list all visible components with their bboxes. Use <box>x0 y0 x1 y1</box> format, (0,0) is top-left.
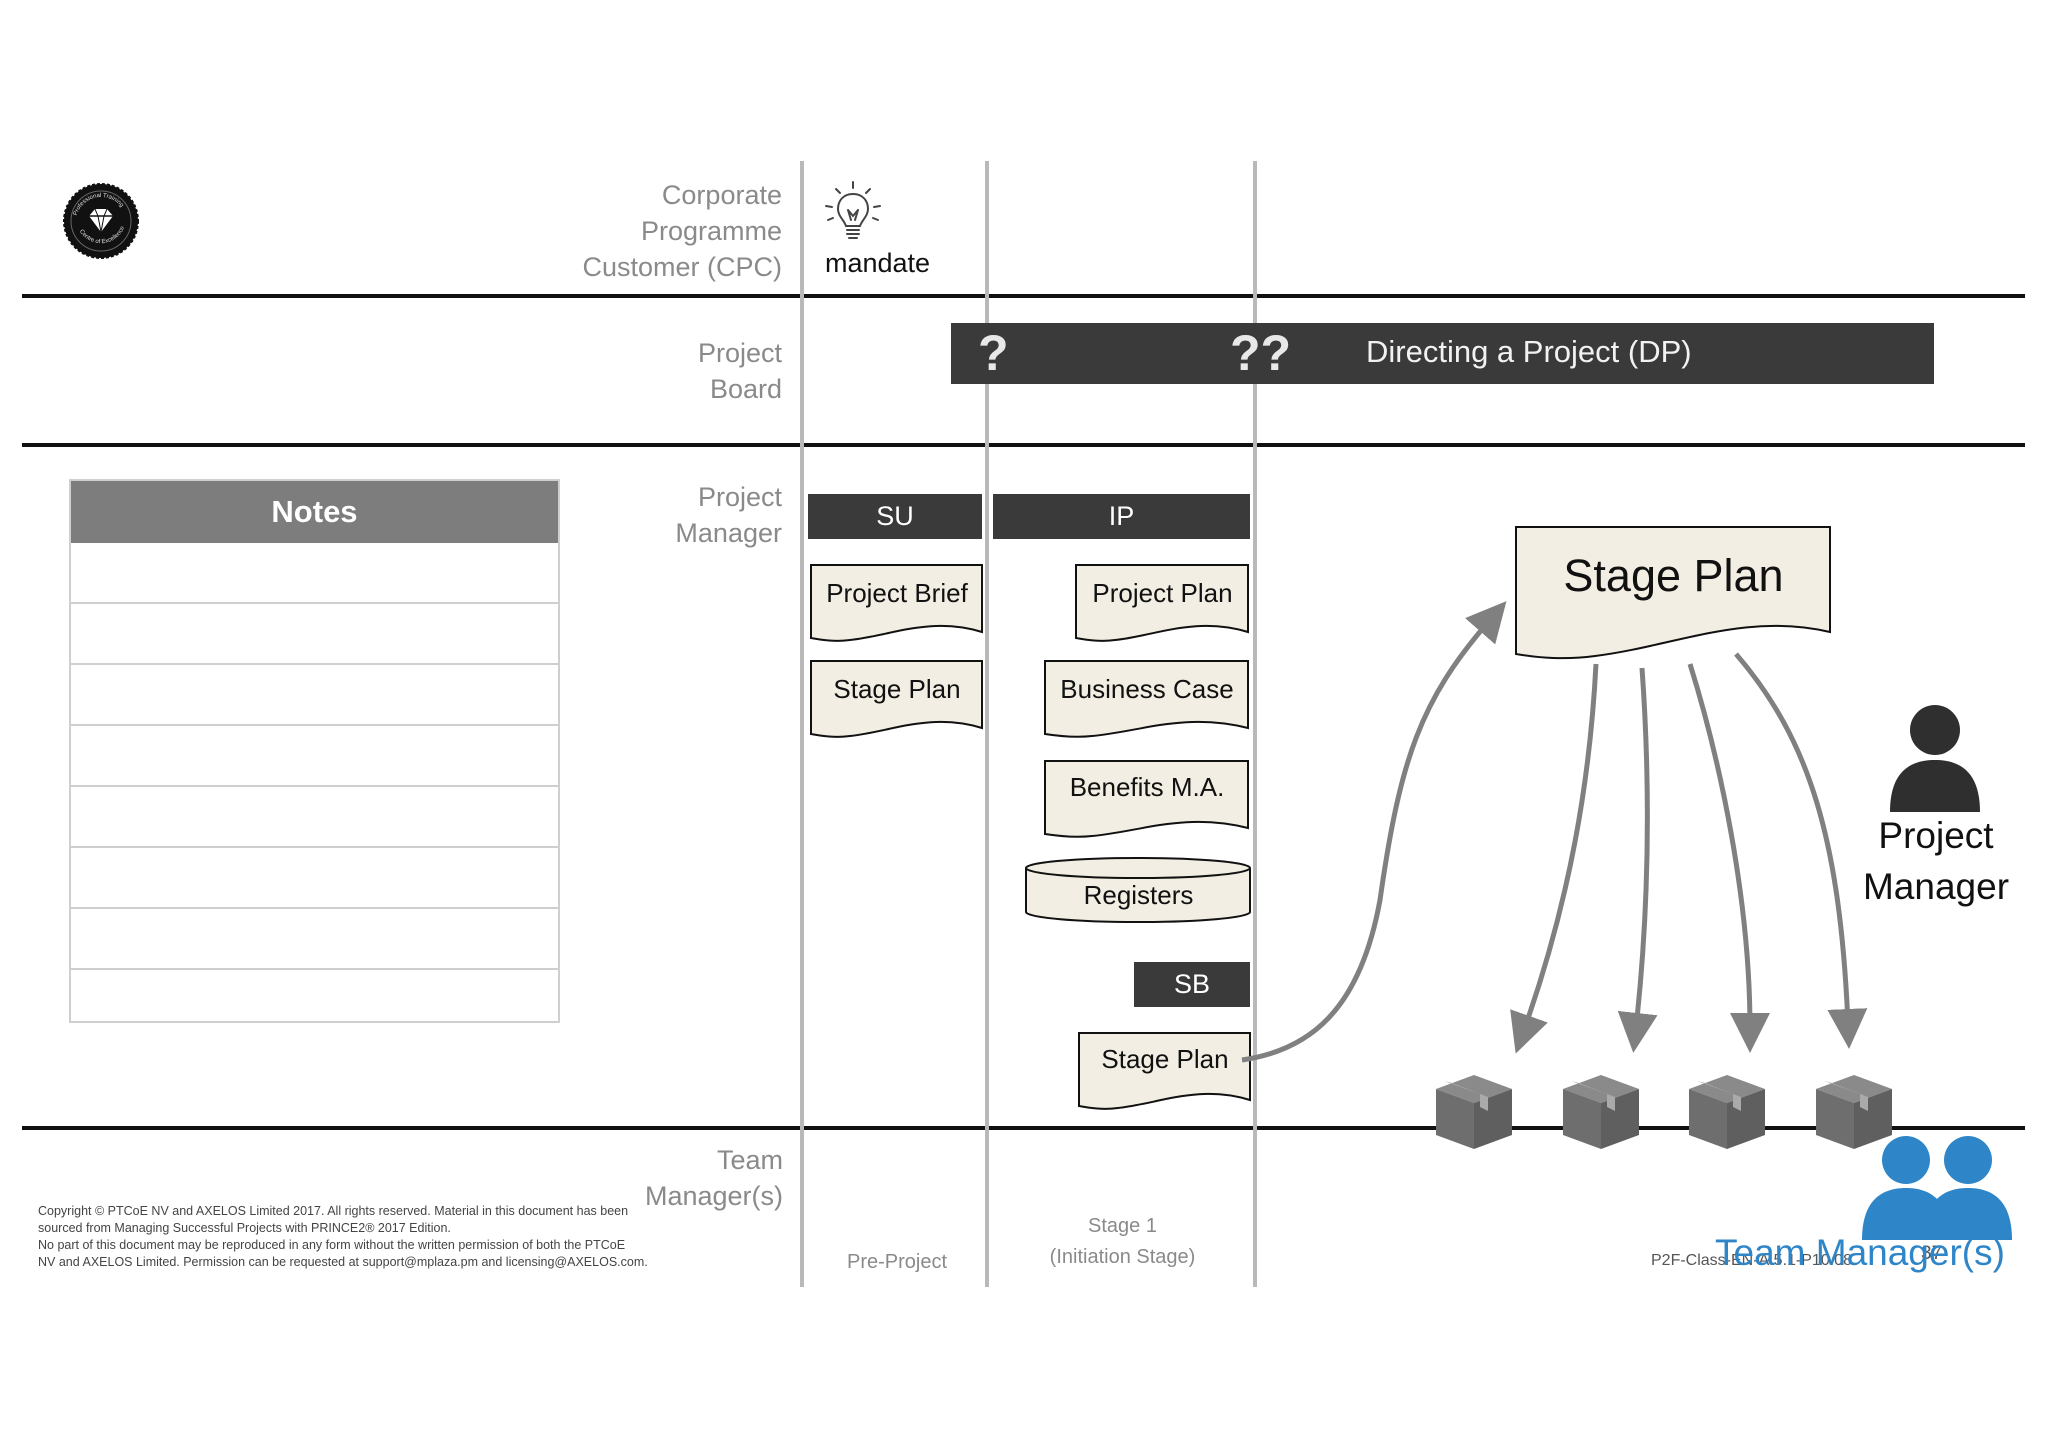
lightbulb-icon <box>822 180 884 246</box>
doc-stage-plan-sb: Stage Plan <box>1078 1032 1252 1110</box>
doc-benefits-ma: Benefits M.A. <box>1044 760 1250 838</box>
notes-row[interactable] <box>71 726 558 787</box>
doc-business-case: Business Case <box>1044 660 1250 738</box>
notes-header: Notes <box>71 481 558 543</box>
notes-row[interactable] <box>71 543 558 604</box>
work-package-icon <box>1430 1063 1518 1151</box>
notes-row[interactable] <box>71 665 558 726</box>
mandate-label: mandate <box>825 248 931 278</box>
notes-panel: Notes <box>69 479 560 1023</box>
notes-row[interactable] <box>71 909 558 970</box>
page-number: 37 <box>1921 1243 1943 1264</box>
arrow-to-package-1 <box>1510 663 1599 1054</box>
arrow-to-package-2 <box>1617 667 1658 1053</box>
notes-row[interactable] <box>71 787 558 848</box>
team-managers-role-label: Team Manager(s) <box>1715 1232 2005 1273</box>
work-package-icon <box>1683 1063 1771 1151</box>
big-stage-plan-doc: Stage Plan <box>1515 526 1832 660</box>
column-line-stage1-end <box>1253 161 1257 1287</box>
registers-database: Registers <box>1024 856 1253 926</box>
doc-project-plan: Project Plan <box>1075 564 1250 642</box>
work-package-icon <box>1810 1063 1898 1151</box>
team-managers-people-icon <box>1862 1132 2014 1240</box>
project-manager-person-icon <box>1888 704 1982 812</box>
copyright-notice: Copyright © PTCoE NV and AXELOS Limited … <box>38 1204 648 1269</box>
ip-process-bar: IP <box>993 494 1250 539</box>
sb-process-bar: SB <box>1134 962 1250 1007</box>
arrow-to-big-stage-plan <box>1241 601 1507 1063</box>
arrow-to-package-3 <box>1687 663 1770 1053</box>
column-line-stage1-start <box>985 161 989 1287</box>
dp-question-mark-1: ? <box>978 325 1009 381</box>
lane-divider-board <box>22 443 2025 447</box>
ptcoe-logo: Professional Training Centre of Excellen… <box>62 182 140 260</box>
dp-label: Directing a Project (DP) <box>1366 334 1692 369</box>
arrow-to-package-4 <box>1734 652 1868 1049</box>
dp-question-mark-2: ?? <box>1230 325 1292 381</box>
notes-row[interactable] <box>71 848 558 909</box>
course-code: P2F-Class-EN-A.5.1-P10.08 <box>1651 1252 1852 1269</box>
doc-project-brief: Project Brief <box>810 564 984 642</box>
notes-row[interactable] <box>71 604 558 665</box>
su-process-bar: SU <box>808 494 982 539</box>
work-package-icon <box>1557 1063 1645 1151</box>
lane-divider-cpc <box>22 294 2025 298</box>
column-label-stage1: Stage 1(Initiation Stage) <box>1049 1215 1196 1268</box>
lane-divider-pm <box>22 1126 2025 1130</box>
column-label-pre-project: Pre-Project <box>846 1251 948 1273</box>
column-line-pre-project <box>800 161 804 1287</box>
doc-stage-plan-su: Stage Plan <box>810 660 984 738</box>
dp-bar <box>951 323 1934 384</box>
